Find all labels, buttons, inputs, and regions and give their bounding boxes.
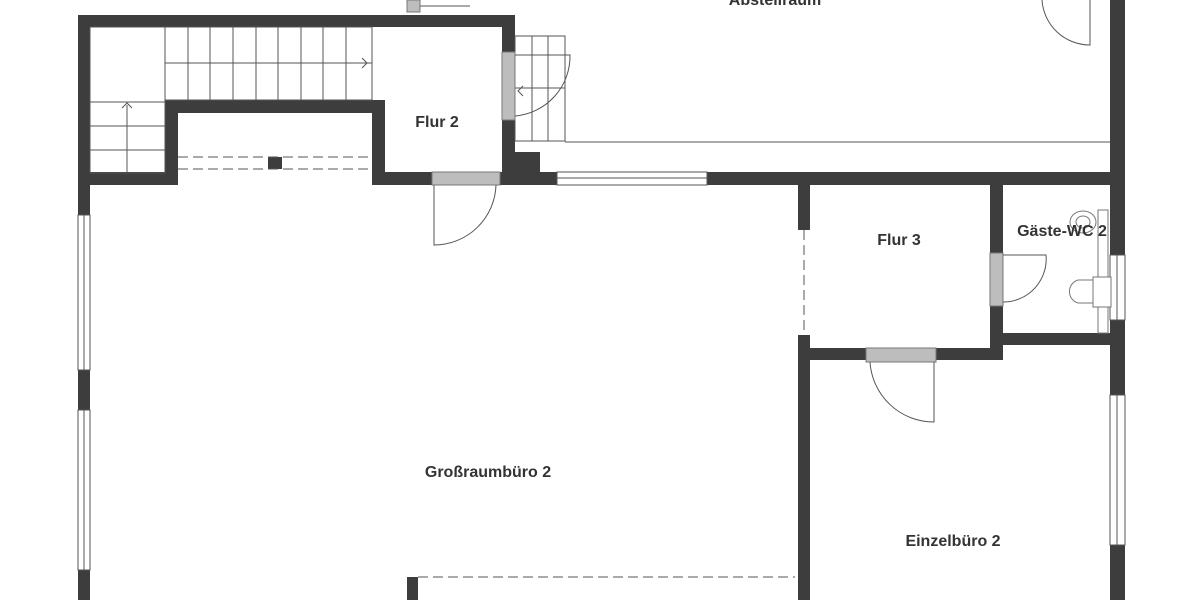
door-swing-wc: [1002, 254, 1047, 303]
wall-bottom-stub: [407, 577, 418, 600]
sanitary: [1069, 209, 1112, 334]
room-label-einzelbuero-2: Einzelbüro 2: [905, 533, 1001, 550]
door-swing-einzelbuero: [869, 361, 935, 423]
wall-top: [78, 15, 515, 27]
wall-inner-top: [165, 100, 385, 113]
stair-steps: [187, 27, 347, 100]
wall-wc-bottom: [1003, 333, 1125, 345]
wall-flur3-left-top: [798, 185, 810, 230]
wall-pillar: [515, 152, 540, 185]
wall-left-mid: [78, 370, 90, 410]
doors: [406, 0, 1091, 423]
wall-flur3-left-bottom: [798, 335, 810, 600]
room-label-abstellraum: Abstellraum: [728, 0, 822, 9]
door-einzelbuero: [865, 347, 937, 363]
door-swing-abstellraum: [1041, 0, 1091, 46]
door-stair: [501, 51, 516, 121]
door-swing-flur2: [433, 184, 497, 246]
room-label-gaeste-wc-2: Gäste-WC 2: [1017, 223, 1107, 240]
walls: [78, 0, 1125, 600]
door-top: [406, 0, 421, 13]
wall-right-mid: [1110, 320, 1125, 395]
room-label-grossraumbuero-2: Großraumbüro 2: [424, 464, 552, 481]
door-wc: [989, 252, 1004, 307]
column: [268, 157, 282, 169]
wall-right-lower: [1110, 545, 1125, 600]
wall-stair-bottom: [78, 172, 178, 185]
wall-inner-right: [372, 100, 385, 185]
toilet-icon: [1069, 279, 1096, 304]
wall-inner-left: [165, 100, 178, 185]
wall-left-upper: [78, 15, 90, 215]
windows: [77, 171, 1126, 571]
door-flur2: [431, 171, 501, 186]
wc-wall-panel: [1097, 209, 1109, 334]
room-label-flur-2: Flur 2: [415, 114, 459, 131]
wall-right-upper: [1110, 0, 1125, 255]
stairs: [89, 5, 1110, 578]
door-swing-stair: [514, 54, 571, 117]
room-label-flur-3: Flur 3: [877, 232, 921, 249]
wall-left-lower: [78, 570, 90, 600]
